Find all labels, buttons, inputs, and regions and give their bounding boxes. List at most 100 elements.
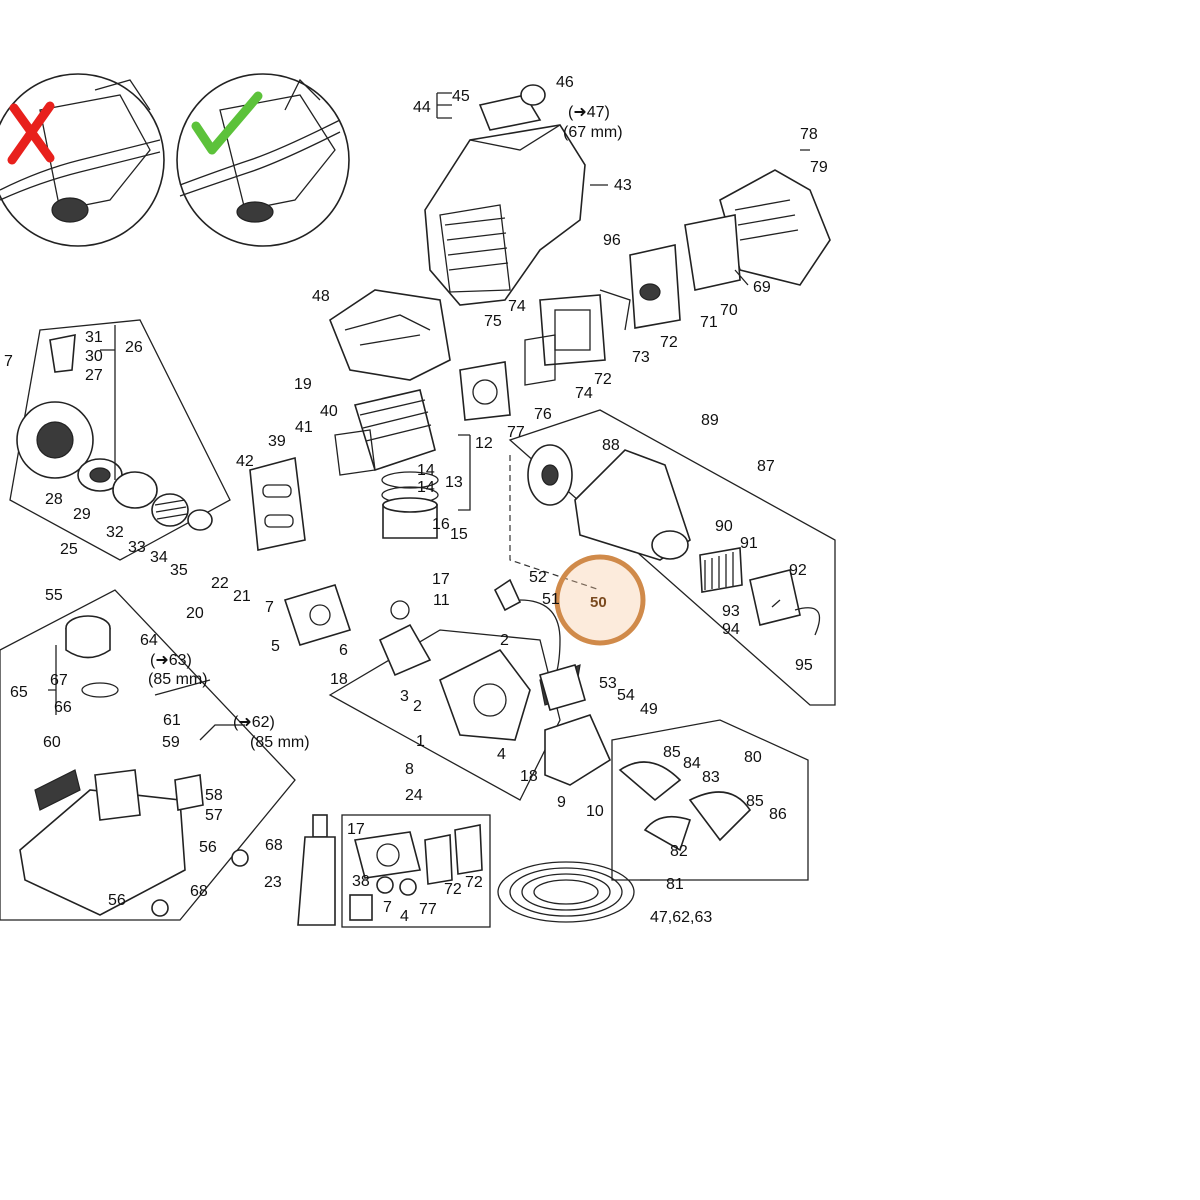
part-number-label: 18 — [330, 671, 348, 688]
inset-wrong-routing — [0, 73, 165, 247]
part-number-label: 59 — [162, 734, 180, 751]
part-number-label: (85 mm) — [148, 671, 208, 688]
part-number-label: 2 — [413, 698, 422, 715]
part-number-label: 19 — [294, 376, 312, 393]
part-number-label: 71 — [700, 314, 718, 331]
part-number-label: 14 — [417, 479, 435, 496]
part-number-label: 3 — [400, 688, 409, 705]
part-number-label: 70 — [720, 302, 738, 319]
part-number-label: 34 — [150, 549, 168, 566]
part-number-label: 38 — [352, 873, 370, 890]
fuel-tank-assembly — [0, 589, 296, 921]
part-number-label: 68 — [265, 837, 283, 854]
red-x-icon — [7, 101, 55, 165]
part-number-label: 78 — [800, 126, 818, 143]
part-number-label: 11 — [433, 592, 450, 609]
part-number-label: 76 — [534, 406, 552, 423]
part-number-label: 92 — [789, 562, 807, 579]
fan-housing — [329, 289, 451, 381]
part-number-label: 85 — [746, 793, 764, 810]
part-number-label: 21 — [233, 588, 251, 605]
part-number-label: 43 — [614, 177, 632, 194]
part-number-label: 2 — [500, 632, 509, 649]
part-number-label: 58 — [205, 787, 223, 804]
part-number-label: 47,62,63 — [650, 909, 712, 926]
part-number-label: 35 — [170, 562, 188, 579]
part-number-label: 87 — [757, 458, 775, 475]
grease-tube — [297, 814, 336, 926]
part-number-label: 49 — [640, 701, 658, 718]
part-number-label: 89 — [701, 412, 719, 429]
part-number-label: 72 — [594, 371, 612, 388]
part-number-label: 4 — [400, 908, 409, 925]
part-number-label: 40 — [320, 403, 338, 420]
part-number-label: 84 — [683, 755, 701, 772]
muffler — [249, 456, 306, 551]
part-number-label: 56 — [199, 839, 217, 856]
part-number-label: (➜63) — [150, 652, 192, 669]
part-number-label: 14 — [417, 462, 435, 479]
part-number-label: 1 — [416, 733, 425, 750]
part-number-label: 20 — [186, 605, 204, 622]
part-number-label: 95 — [795, 657, 813, 674]
part-number-label: 9 — [557, 794, 566, 811]
part-number-label: (67 mm) — [563, 124, 623, 141]
part-number-label: 72 — [465, 874, 483, 891]
part-number-label: 39 — [268, 433, 286, 450]
part-number-label: 5 — [271, 638, 280, 655]
part-number-label: 80 — [744, 749, 762, 766]
cylinder — [334, 389, 439, 539]
part-number-label: 73 — [632, 349, 650, 366]
part-number-label: 41 — [295, 419, 313, 436]
part-number-label: 52 — [529, 569, 547, 586]
part-number-label: 27 — [85, 367, 103, 384]
part-number-label: 96 — [603, 232, 621, 249]
part-number-label: 30 — [85, 348, 103, 365]
part-number-label: 69 — [753, 279, 771, 296]
part-number-label: 64 — [140, 632, 158, 649]
part-number-label: 81 — [666, 876, 684, 893]
part-number-label: 86 — [769, 806, 787, 823]
part-number-label: 22 — [211, 575, 229, 592]
part-number-label: 16 — [432, 516, 450, 533]
part-number-label: 82 — [670, 843, 688, 860]
part-number-label: 56 — [108, 892, 126, 909]
part-number-label: 7 — [4, 353, 13, 370]
part-number-label: 7 — [383, 899, 392, 916]
part-number-label: 91 — [740, 535, 758, 552]
part-number-label: 12 — [475, 435, 493, 452]
part-number-label: 48 — [312, 288, 330, 305]
part-number-label: 10 — [586, 803, 604, 820]
ignition-assembly — [493, 578, 586, 711]
part-number-label: 77 — [419, 901, 437, 918]
part-number-label: 18 — [520, 768, 538, 785]
part-number-label: 77 — [507, 424, 525, 441]
part-number-label: 8 — [405, 761, 414, 778]
part-number-label: 57 — [205, 807, 223, 824]
part-number-label: 90 — [715, 518, 733, 535]
part-number-label: 4 — [497, 746, 506, 763]
part-number-label: 75 — [484, 313, 502, 330]
part-number-label: 54 — [617, 687, 635, 704]
part-number-label: 93 — [722, 603, 740, 620]
highlight-label: 50 — [590, 594, 607, 611]
inset-right-routing — [176, 73, 350, 247]
part-number-label: 55 — [45, 587, 63, 604]
part-number-label: 88 — [602, 437, 620, 454]
part-number-label: 66 — [54, 699, 72, 716]
part-number-label: 67 — [50, 672, 68, 689]
part-number-label: 72 — [444, 881, 462, 898]
part-number-label: 45 — [452, 88, 470, 105]
part-number-label: 24 — [405, 787, 423, 804]
part-number-label: 31 — [85, 329, 103, 346]
part-number-label: 26 — [125, 339, 143, 356]
part-number-label: 17 — [347, 821, 365, 838]
carburetor — [459, 289, 631, 421]
part-number-label: 15 — [450, 526, 468, 543]
part-number-label: 28 — [45, 491, 63, 508]
highlight-marker: 50 — [554, 554, 646, 646]
gear-housing-assembly — [508, 409, 836, 706]
part-number-label: 74 — [508, 298, 526, 315]
